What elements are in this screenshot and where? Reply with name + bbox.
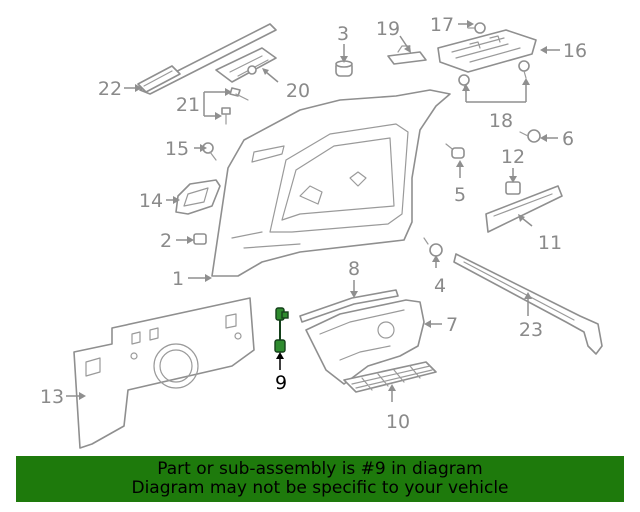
part-11-strip xyxy=(485,185,563,233)
part-9-harness xyxy=(274,307,289,353)
part-6-clip xyxy=(519,129,541,143)
part-7-lower-trim xyxy=(305,299,425,385)
part-10-grille xyxy=(343,361,437,393)
callout-4: 4 xyxy=(434,275,446,297)
leader-lines xyxy=(66,20,560,402)
banner-line-1: Part or sub-assembly is #9 in diagram xyxy=(157,459,483,479)
part-1-quarter-panel xyxy=(211,89,451,277)
callout-12: 12 xyxy=(501,146,525,168)
part-23-strip xyxy=(453,253,603,355)
callout-22: 22 xyxy=(98,78,122,100)
part-22-molding xyxy=(137,23,277,95)
callout-21: 21 xyxy=(176,94,200,116)
part-15-bolt xyxy=(202,142,217,161)
part-21-bolts xyxy=(221,87,249,125)
callout-5: 5 xyxy=(454,184,466,206)
callout-19: 19 xyxy=(376,18,400,40)
banner-line-2: Diagram may not be specific to your vehi… xyxy=(131,478,509,498)
part-8-strip xyxy=(299,289,399,323)
part-3-clip xyxy=(335,60,353,77)
part-14-bezel xyxy=(175,179,221,215)
callout-3: 3 xyxy=(337,23,349,45)
callout-18: 18 xyxy=(489,110,513,132)
callout-6: 6 xyxy=(562,128,574,150)
callout-17: 17 xyxy=(430,14,454,36)
callout-11: 11 xyxy=(538,232,562,254)
callout-9: 9 xyxy=(275,372,287,394)
callout-1: 1 xyxy=(172,268,184,290)
part-18-screws xyxy=(458,60,530,93)
callout-7: 7 xyxy=(446,314,458,336)
callout-2: 2 xyxy=(160,230,172,252)
part-13-back-panel xyxy=(73,297,255,449)
part-17-screw xyxy=(467,22,486,34)
callout-10: 10 xyxy=(386,411,410,433)
part-16-panel xyxy=(437,29,537,73)
part-5-clip xyxy=(445,143,465,159)
part-20-bracket xyxy=(215,47,277,83)
callout-15: 15 xyxy=(165,138,189,160)
callout-14: 14 xyxy=(139,190,163,212)
part-4-clip xyxy=(423,237,443,257)
callout-16: 16 xyxy=(563,40,587,62)
callout-8: 8 xyxy=(348,258,360,280)
part-2-clip xyxy=(193,233,207,245)
callout-13: 13 xyxy=(40,386,64,408)
part-12-clip xyxy=(505,181,521,195)
part-notice-banner: Part or sub-assembly is #9 in diagram Di… xyxy=(16,456,624,502)
callout-20: 20 xyxy=(286,80,310,102)
callout-23: 23 xyxy=(519,319,543,341)
